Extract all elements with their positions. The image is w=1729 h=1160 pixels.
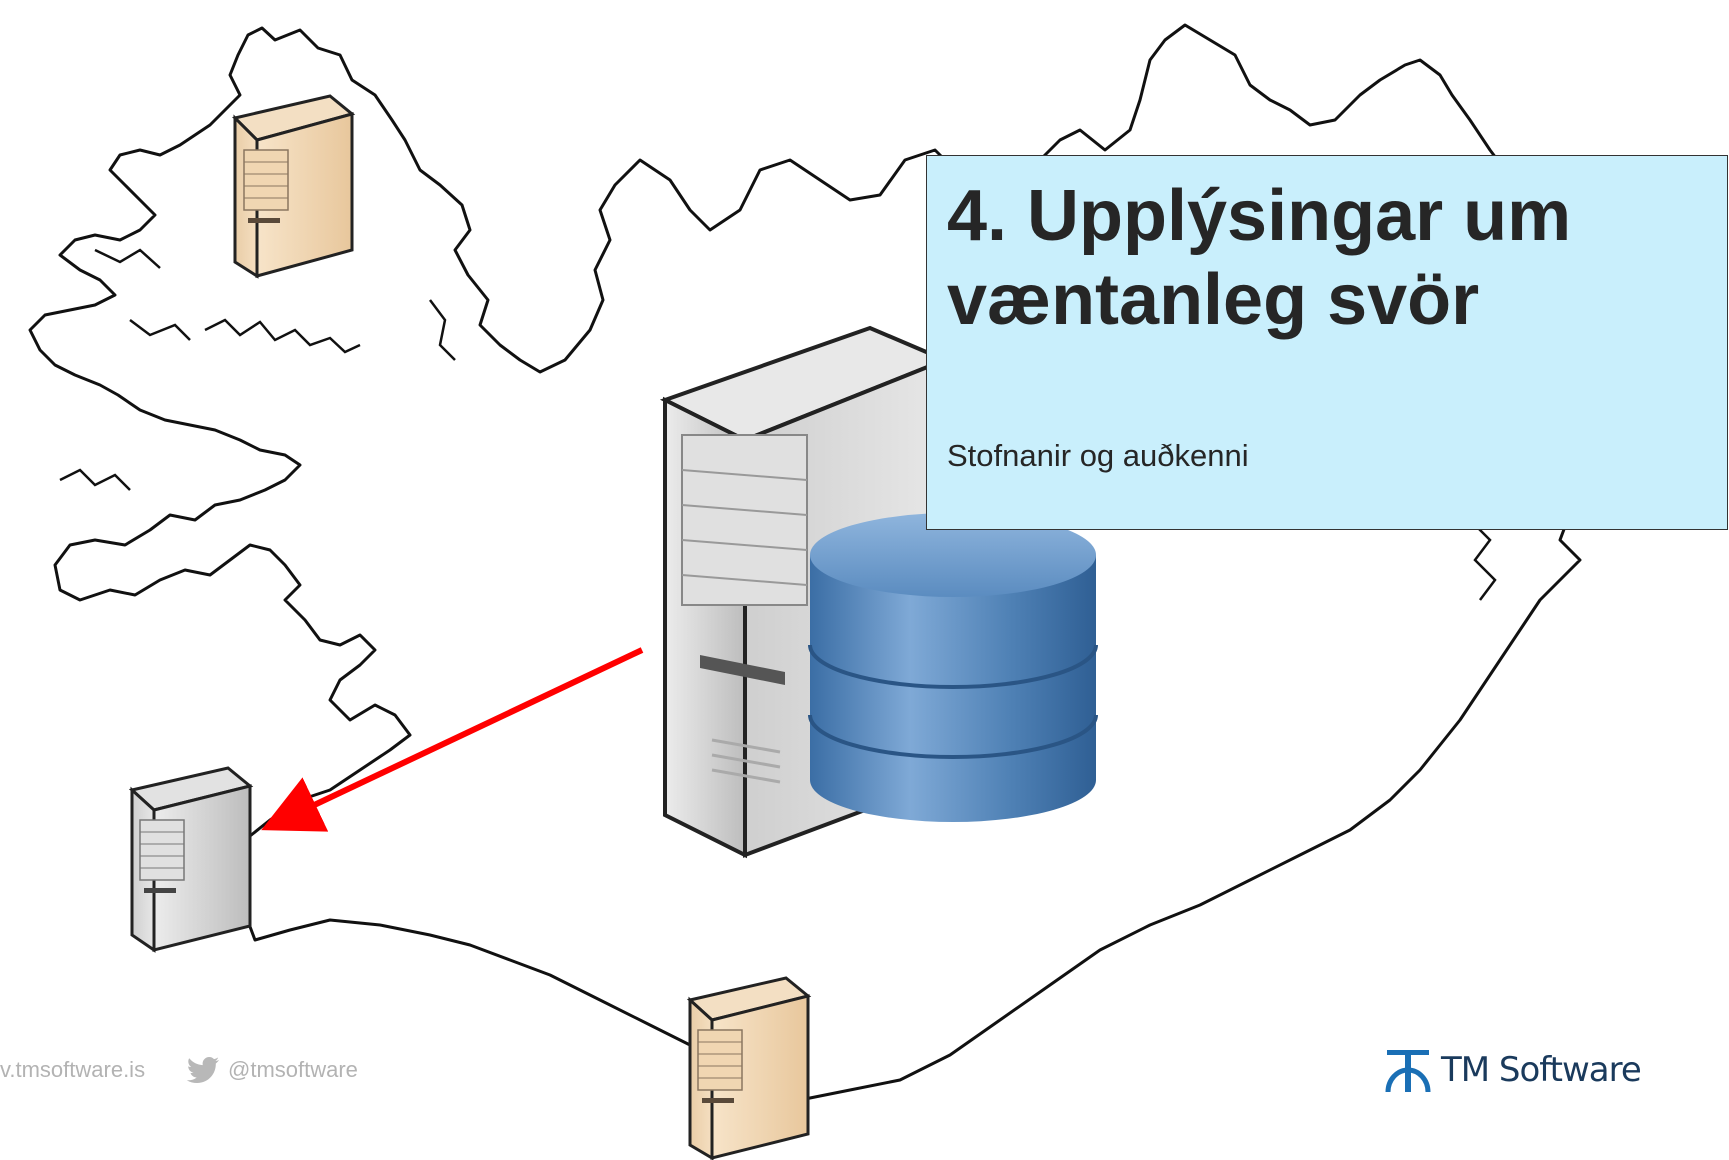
- twitter-bird-icon: [186, 1057, 219, 1083]
- server-icon: [686, 976, 812, 1160]
- database-icon: [808, 513, 1098, 822]
- server-icon: [232, 94, 356, 279]
- footer-website: v.tmsoftware.is: [0, 1057, 146, 1082]
- server-icon: [128, 766, 254, 953]
- slide-subtitle: Stofnanir og auðkenni: [947, 438, 1249, 473]
- title-box: 4. Upplýsingar um væntanleg svör Stofnan…: [926, 155, 1728, 530]
- footer-twitter-handle: @tmsoftware: [228, 1057, 358, 1082]
- brand-logo: TM Software: [1385, 1045, 1642, 1095]
- tm-software-logo-icon: [1385, 1050, 1431, 1093]
- slide-title: 4. Upplýsingar um væntanleg svör: [947, 176, 1572, 340]
- brand-name: TM Software: [1441, 1050, 1642, 1090]
- coastline-fjords: [59, 248, 1497, 601]
- data-flow-arrow: [261, 647, 644, 832]
- footer-twitter: @tmsoftware: [186, 1055, 358, 1085]
- iceland-coastline: [28, 23, 1622, 1102]
